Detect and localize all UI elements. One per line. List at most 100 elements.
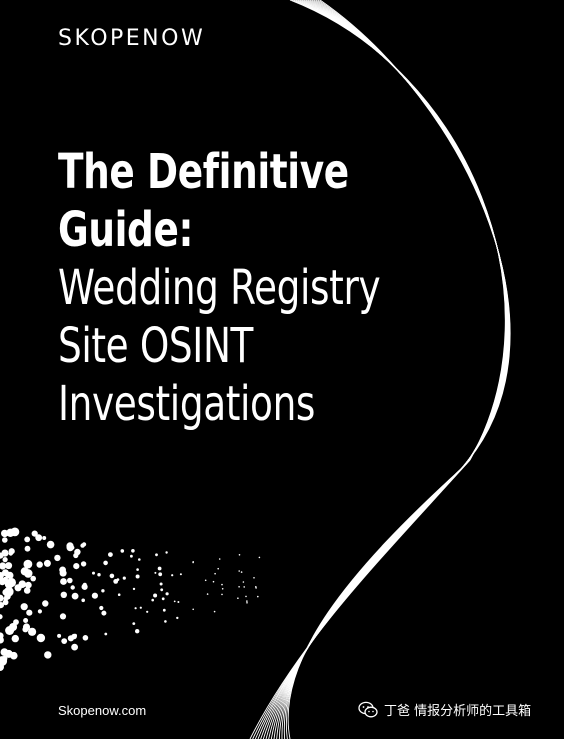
particle-dot <box>160 588 164 592</box>
wave-line <box>287 0 511 739</box>
particle-dot <box>92 571 95 575</box>
particle-dot <box>258 556 261 559</box>
particle-dot <box>0 636 4 644</box>
particle-dot <box>6 577 17 588</box>
particle-dot <box>117 593 121 596</box>
particle-dot <box>80 561 87 567</box>
particle-dot <box>253 577 255 579</box>
particle-dot <box>70 585 75 590</box>
particle-dot <box>8 548 15 555</box>
particle-dot <box>240 571 243 573</box>
particle-dot <box>116 578 120 581</box>
particle-dot <box>2 589 10 596</box>
particle-dot <box>46 540 55 549</box>
particle-dot <box>217 567 219 570</box>
particle-dot <box>57 633 62 638</box>
particle-dot <box>139 606 142 609</box>
particle-dot <box>0 663 4 671</box>
particle-dot <box>130 554 133 558</box>
website-link[interactable]: Skopenow.com <box>58 703 147 718</box>
title-line-5: Investigations <box>58 376 316 432</box>
particle-dot <box>6 528 15 537</box>
particle-dot <box>73 563 80 570</box>
particle-dot <box>155 553 158 557</box>
particle-dot <box>242 581 245 583</box>
particle-dot <box>153 593 158 598</box>
particle-dot <box>204 579 207 582</box>
particle-dot <box>103 560 108 566</box>
particle-dot <box>20 603 28 611</box>
particle-dot <box>255 587 257 589</box>
title-line-2: Guide: <box>58 202 194 258</box>
particle-dot <box>132 622 136 625</box>
particle-dot <box>24 545 31 552</box>
particle-dot <box>13 619 19 625</box>
particle-dot <box>135 574 140 579</box>
particle-dot <box>214 572 216 575</box>
particle-dot <box>2 557 8 563</box>
particle-dot <box>134 607 137 610</box>
particle-dot <box>42 600 49 607</box>
particle-dot <box>3 596 9 602</box>
particle-dot <box>22 623 31 631</box>
particle-dot <box>2 537 8 543</box>
particle-dot <box>165 592 169 596</box>
particle-dot <box>164 620 167 623</box>
particle-dot <box>30 575 36 582</box>
particle-dot <box>246 600 248 602</box>
particle-dot <box>97 573 101 577</box>
particle-dot <box>73 633 77 638</box>
particle-dot <box>61 638 68 644</box>
title-line-4: Site OSINT <box>58 318 254 374</box>
particle-dot <box>60 578 67 585</box>
particle-dot <box>71 643 78 651</box>
particle-dot <box>243 586 245 588</box>
particle-dot <box>120 549 125 553</box>
particle-dot <box>135 629 140 634</box>
particle-dot <box>0 552 4 559</box>
particle-dot <box>42 536 47 540</box>
wechat-watermark: 丁爸 情报分析师的工具箱 <box>358 700 531 719</box>
particle-dot <box>151 598 154 602</box>
particle-dot <box>108 552 113 557</box>
particle-dot <box>44 651 52 659</box>
particle-dot <box>257 595 259 598</box>
particle-dot <box>6 571 14 580</box>
particle-dot <box>5 626 15 635</box>
particle-dot <box>246 602 248 604</box>
particle-dot <box>26 609 33 616</box>
particle-dot <box>1 655 8 662</box>
particle-dot <box>59 613 67 620</box>
particle-dot <box>171 574 174 577</box>
particle-dot <box>218 558 221 560</box>
particle-dot <box>212 580 215 583</box>
particle-dot <box>221 588 224 590</box>
particle-dot <box>36 561 43 568</box>
particle-dot <box>73 552 79 559</box>
particle-dot <box>238 554 241 556</box>
particle-dot <box>0 614 3 620</box>
particle-dot <box>165 551 168 554</box>
particle-dot <box>23 569 33 578</box>
particle-dot <box>192 561 194 564</box>
particle-dot <box>245 595 247 598</box>
particle-dot <box>23 587 31 594</box>
particle-dot <box>161 597 165 601</box>
particle-dot <box>136 568 139 571</box>
particle-dot <box>82 635 89 641</box>
particle-dot <box>101 589 105 593</box>
particle-dot <box>71 592 79 600</box>
particle-dot <box>21 581 26 586</box>
particle-dot <box>177 601 180 603</box>
particle-dot <box>67 635 74 642</box>
particle-dot <box>60 591 67 598</box>
particle-dot <box>24 536 31 543</box>
particle-dot <box>157 566 162 571</box>
particle-dot <box>5 562 13 570</box>
particle-dot <box>11 634 19 643</box>
particle-dot <box>179 573 182 576</box>
particle-dot <box>10 651 18 660</box>
watermark-text: 丁爸 情报分析师的工具箱 <box>384 704 532 719</box>
particle-dot <box>238 570 240 572</box>
